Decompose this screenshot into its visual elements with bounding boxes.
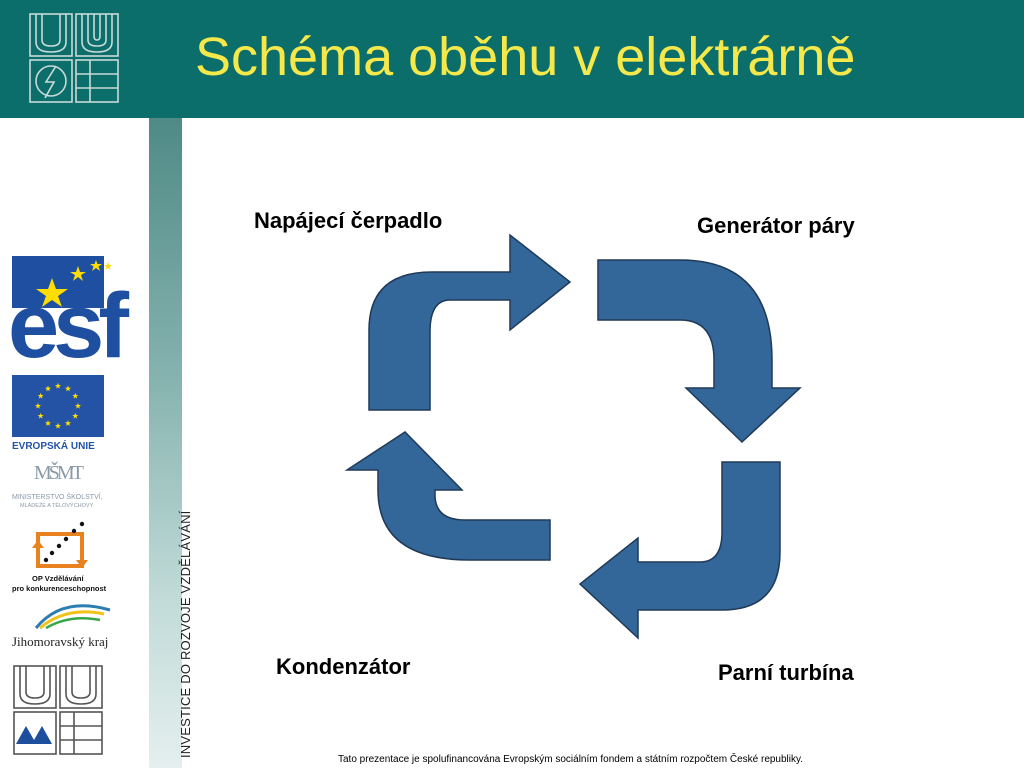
eu-star-icon	[37, 412, 44, 419]
eu-star-icon	[44, 385, 52, 392]
esf-logo: esf	[8, 256, 134, 372]
eu-star-icon	[54, 422, 62, 429]
eu-flag-icon	[12, 375, 104, 437]
side-strip	[149, 118, 182, 768]
op-logo: OP Vzdělávání pro konkurenceschopnost	[12, 520, 122, 595]
eu-star-icon	[34, 402, 42, 409]
footer-note: Tato prezentace je spolufinancována Evro…	[338, 754, 804, 765]
eu-star-icon	[54, 382, 62, 389]
arrow-condenser-to-pump	[344, 431, 551, 561]
msmt-logo: MŠMT MINISTERSTVO ŠKOLSTVÍ, MLÁDEŽE A TĚ…	[12, 460, 122, 512]
label-turbine: Parní turbína	[718, 660, 854, 685]
msmt-line-2: MLÁDEŽE A TĚLOVÝCHOVY	[20, 503, 94, 509]
op-line-1: OP Vzdělávání	[32, 574, 84, 583]
region-name: Jihomoravský kraj	[12, 634, 109, 649]
esf-wordmark: esf	[8, 275, 129, 377]
eu-star-icon	[64, 385, 72, 392]
op-square-icon	[32, 521, 88, 568]
eu-star-icon	[74, 402, 82, 409]
eu-star-icon	[64, 420, 72, 426]
slide-title: Schéma oběhu v elektrárně	[195, 27, 856, 87]
eu-star-icon	[72, 392, 79, 399]
region-swoosh-icon	[34, 604, 111, 630]
eu-star-icon	[37, 392, 44, 399]
eu-star-icon	[44, 420, 52, 426]
op-line-2: pro konkurenceschopnost	[12, 584, 107, 593]
school-logo-icon	[29, 13, 119, 103]
header-band: Schéma oběhu v elektrárně	[0, 0, 1024, 118]
school-logo-bottom-icon	[13, 665, 103, 755]
msmt-line-1: MINISTERSTVO ŠKOLSTVÍ,	[12, 494, 103, 501]
esf-stars-icon	[12, 256, 112, 308]
region-logo: Jihomoravský kraj	[12, 600, 122, 656]
eu-logo: EVROPSKÁ UNIE	[12, 375, 112, 455]
arrow-turbine-to-condenser	[578, 461, 781, 640]
arrow-generator-to-turbine	[597, 259, 802, 444]
msmt-monogram: MŠMT	[34, 462, 84, 484]
eu-label: EVROPSKÁ UNIE	[12, 441, 95, 452]
arrow-pump-to-generator	[368, 233, 572, 411]
cycle-diagram	[344, 233, 802, 640]
label-steam-generator: Generátor páry	[697, 213, 855, 238]
label-condenser: Kondenzátor	[276, 654, 411, 679]
label-pump: Napájecí čerpadlo	[254, 208, 443, 233]
eu-star-icon	[72, 412, 79, 419]
